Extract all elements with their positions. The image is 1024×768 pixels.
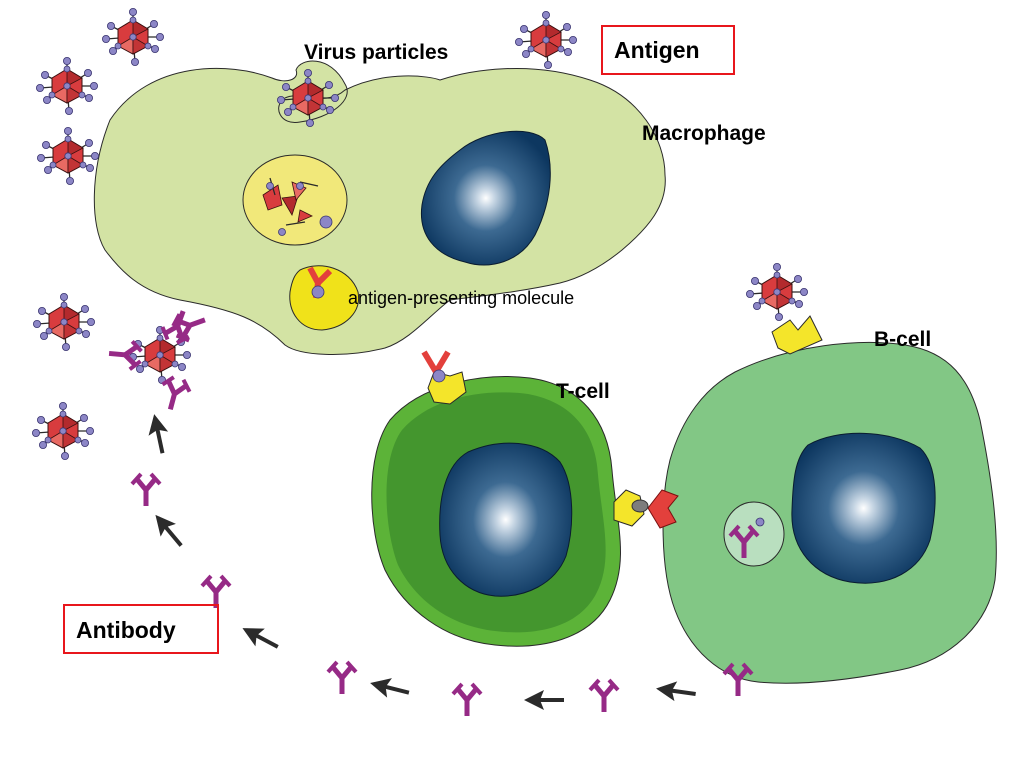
arrow-icon	[652, 676, 700, 706]
virus-particle-icon	[35, 56, 99, 116]
b-cell-nucleus	[791, 432, 936, 584]
arrow-icon	[365, 671, 414, 705]
virus-particle-icon	[745, 262, 809, 322]
macrophage-cell	[93, 60, 666, 355]
t-cell-nucleus	[439, 442, 573, 597]
virus-particle-icon	[514, 10, 578, 70]
antibody-label: Antibody	[76, 617, 176, 643]
antibody-icon	[590, 680, 618, 712]
antigen-presenting-molecule-label: antigen-presenting molecule	[348, 288, 574, 308]
antibody-icon	[108, 339, 142, 370]
antibody-box	[63, 604, 219, 654]
virus-particle-icon	[36, 126, 100, 186]
t-cell-label: T-cell	[556, 380, 610, 403]
antibody-icon	[132, 474, 160, 506]
presented-antigen-red	[307, 266, 333, 299]
arrow-icon	[142, 410, 175, 458]
macrophage-nucleus	[420, 130, 551, 266]
antigen-fragment	[755, 517, 765, 527]
arrow-icon	[238, 619, 283, 655]
t-cell-receptor	[421, 350, 467, 405]
b-cell-receptor	[771, 315, 823, 355]
virus-particle-icon	[32, 292, 96, 352]
antigen-label: Antigen	[614, 37, 700, 63]
virus-particle-icon	[101, 7, 165, 67]
macrophage-label: Macrophage	[642, 122, 766, 145]
b-cell-label: B-cell	[874, 328, 931, 351]
antibody-icon	[202, 576, 230, 608]
antigen-presenting-vacuole	[289, 265, 360, 331]
antibody-icon	[328, 662, 356, 694]
virus-particle-icon	[31, 401, 95, 461]
arrow-icon	[522, 688, 566, 712]
antigen-box	[601, 25, 735, 75]
arrow-icon	[145, 506, 191, 555]
virus-particles-label: Virus particles	[304, 41, 448, 64]
digested-virus-fragments	[262, 177, 333, 236]
antibody-icon	[453, 684, 481, 716]
t-b-cell-synapse	[613, 489, 679, 529]
